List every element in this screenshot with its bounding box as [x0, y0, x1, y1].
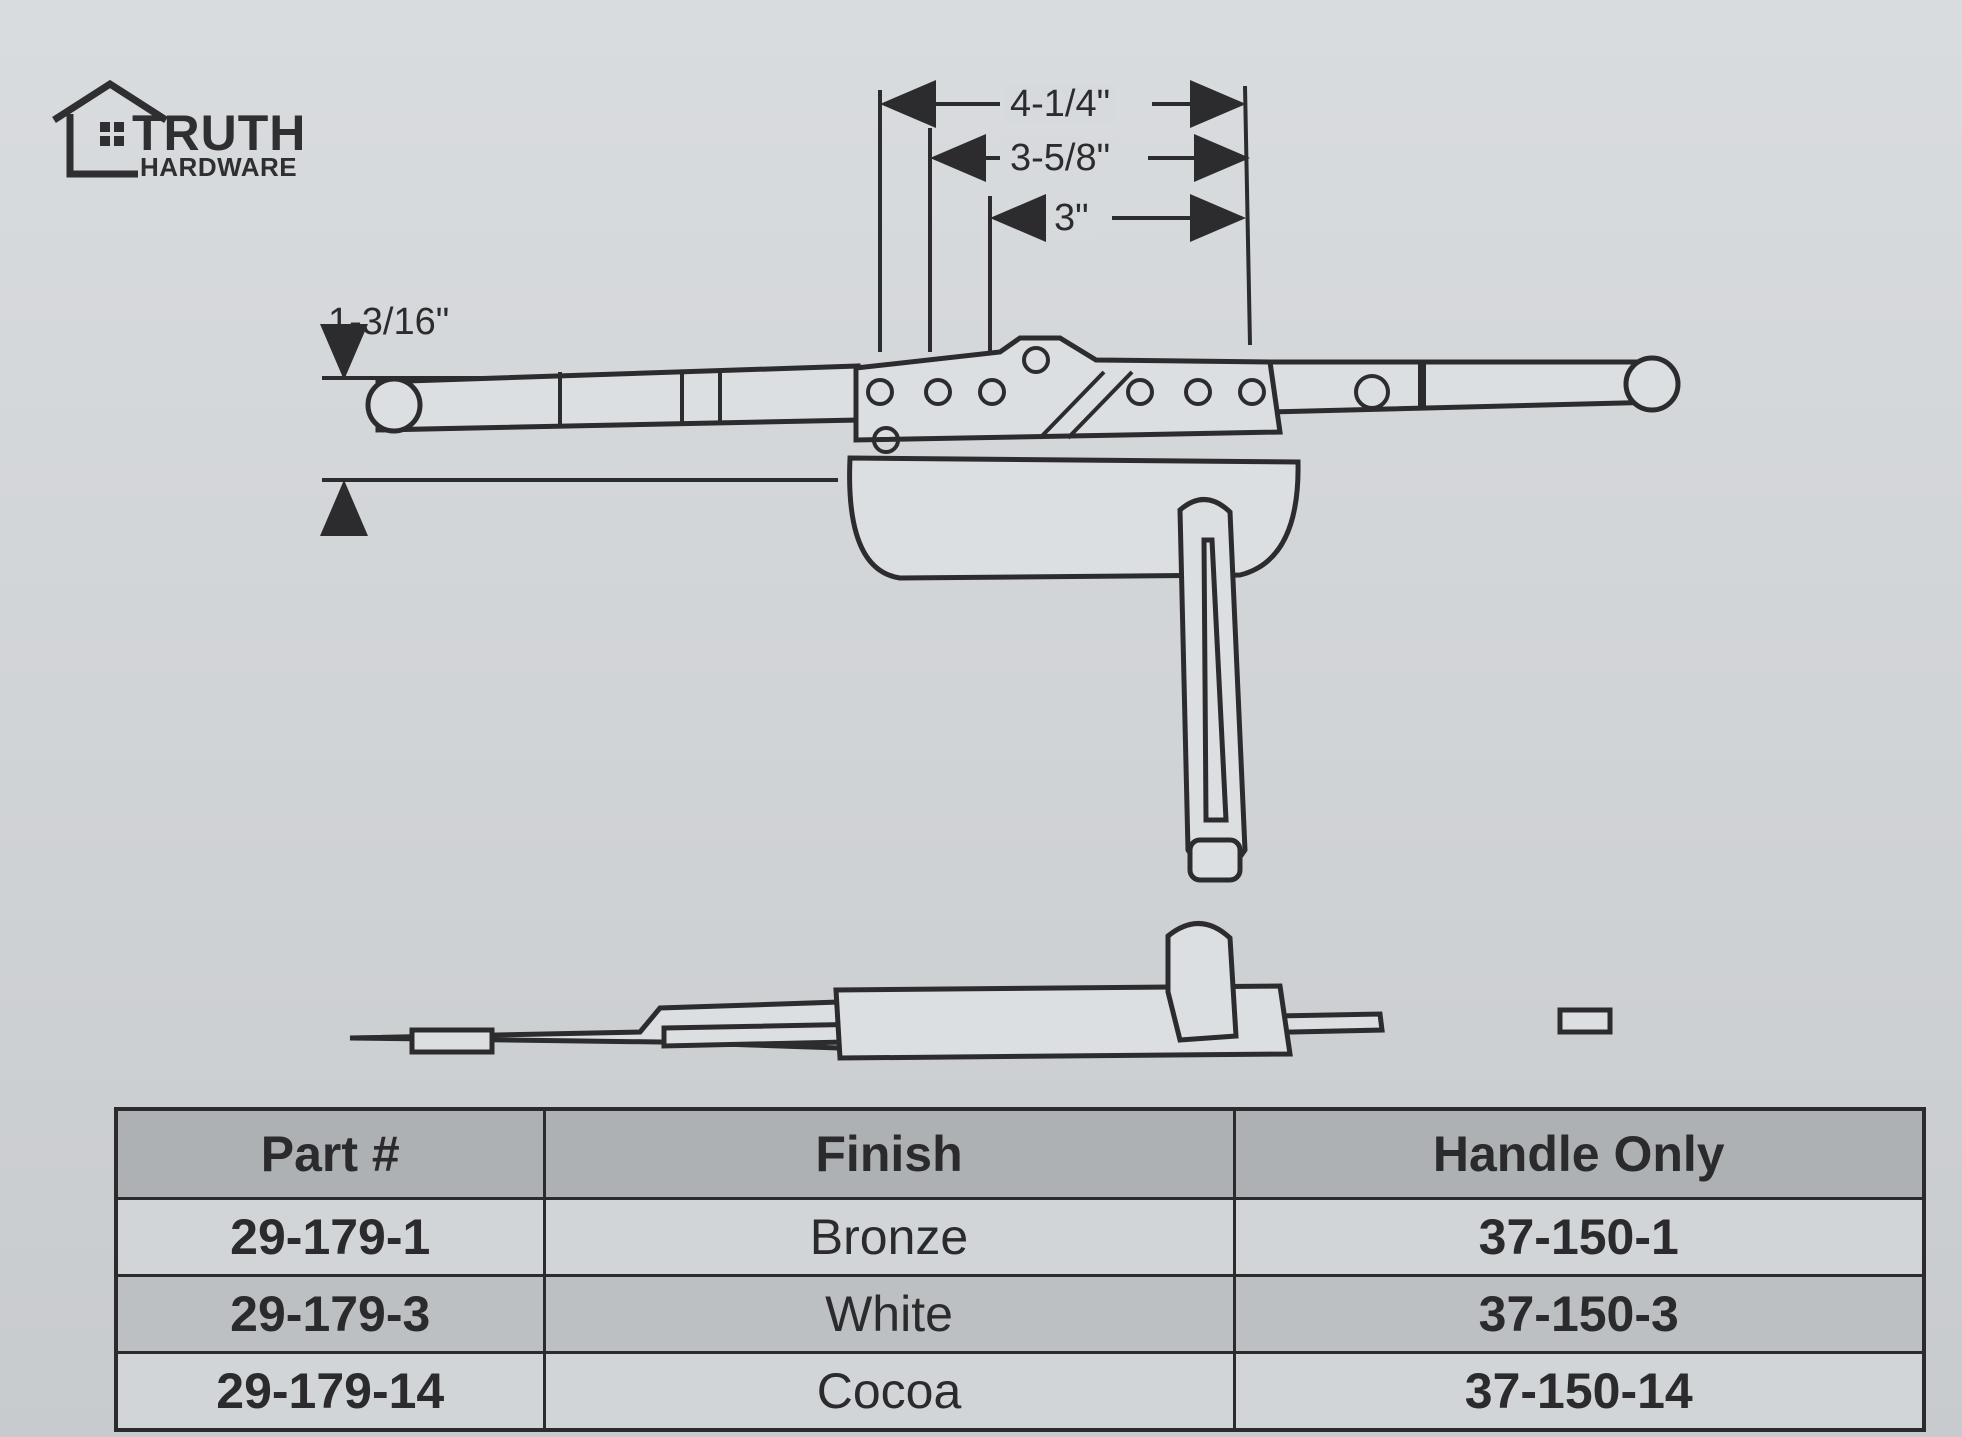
table-row: 29-179-3 White 37-150-3	[114, 1274, 1926, 1354]
parts-table: Part # Finish Handle Only 29-179-1 Bronz…	[114, 1107, 1926, 1432]
part-number-cell: 29-179-1	[114, 1197, 546, 1277]
finish-cell: Bronze	[542, 1197, 1236, 1277]
table-row: 29-179-14 Cocoa 37-150-14	[114, 1351, 1926, 1432]
handle-cell: 37-150-3	[1232, 1274, 1926, 1354]
operator-side-view	[349, 921, 1613, 1061]
extension-line-right	[1243, 85, 1252, 346]
dimension-middle: 3-5/8"	[1004, 138, 1117, 178]
column-header-part: Part #	[114, 1107, 546, 1200]
finish-cell: Cocoa	[542, 1351, 1236, 1432]
finish-cell: White	[542, 1274, 1236, 1354]
dimension-height: 1-3/16"	[328, 301, 450, 343]
part-number-cell: 29-179-3	[114, 1274, 546, 1354]
dimension-overall: 4-1/4"	[1004, 84, 1117, 124]
house-icon	[52, 79, 168, 178]
table-header-row: Part # Finish Handle Only	[114, 1107, 1926, 1200]
brand-subname: HARDWARE	[140, 152, 298, 182]
brand-name: TRUTH	[132, 105, 307, 161]
handle-cell: 37-150-14	[1232, 1351, 1926, 1432]
handle-cell: 37-150-1	[1232, 1197, 1926, 1277]
column-header-handle: Handle Only	[1232, 1107, 1926, 1200]
operator-drawing	[320, 80, 1681, 1061]
crank-handle-top-view	[1177, 497, 1248, 883]
column-header-finish: Finish	[542, 1107, 1236, 1200]
table-row: 29-179-1 Bronze 37-150-1	[114, 1197, 1926, 1277]
part-number-cell: 29-179-14	[114, 1351, 546, 1432]
dimension-inner: 3"	[1048, 198, 1095, 238]
operator-arm-top-view	[365, 335, 1681, 581]
